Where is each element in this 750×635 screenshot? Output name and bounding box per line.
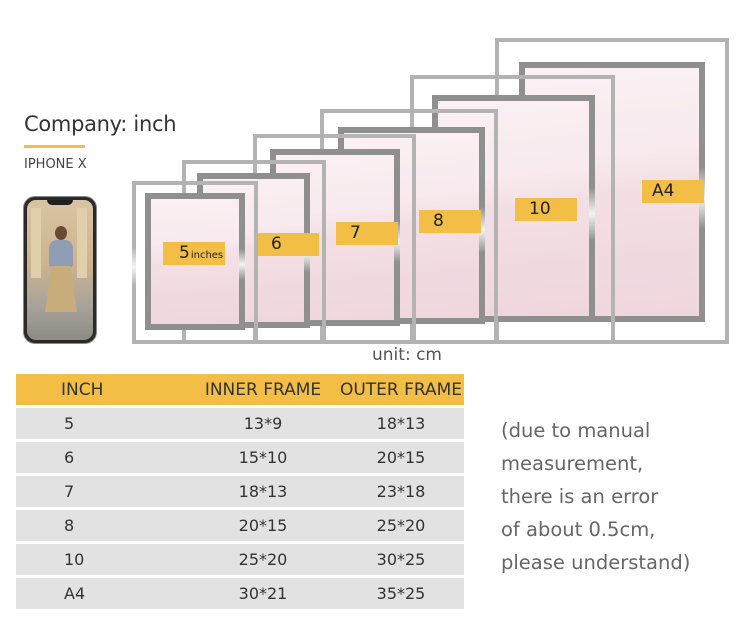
cell-inner-frame: 30*21	[188, 578, 338, 609]
person-top-shape	[49, 240, 73, 268]
size-tag-7: 7	[336, 222, 398, 245]
note-line: (due to manual	[501, 419, 651, 442]
cell-outer-frame: 30*25	[338, 544, 464, 575]
cell-outer-frame: 23*18	[338, 476, 464, 507]
column-header-inch: INCH	[16, 374, 188, 405]
cell-inch: 6	[16, 442, 188, 473]
person-head-shape	[55, 226, 67, 240]
page-title: Company: inch	[24, 112, 177, 136]
phone-screen	[27, 200, 93, 340]
title-underline	[24, 145, 85, 148]
phone-model-label: IPHONE X	[24, 157, 87, 172]
size-tag-8: 8	[419, 210, 481, 233]
cell-outer-frame: 35*25	[338, 578, 464, 609]
cell-inch: 7	[16, 476, 188, 507]
cell-inch: 8	[16, 510, 188, 541]
cell-outer-frame: 18*13	[338, 408, 464, 439]
frame-size-comparison: 5inches 6 7 8 10 A4	[132, 38, 729, 344]
cell-inner-frame: 13*9	[188, 408, 338, 439]
cell-inner-frame: 15*10	[188, 442, 338, 473]
size-tag-10: 10	[515, 198, 577, 221]
table-row: 6 15*10 20*15	[16, 442, 464, 473]
cell-outer-frame: 25*20	[338, 510, 464, 541]
size-tag-5: 5inches	[163, 242, 225, 265]
measurement-error-note: (due to manual measurement, there is an …	[501, 414, 741, 579]
table-row: 8 20*15 25*20	[16, 510, 464, 541]
column-header-outer-frame: OUTER FRAME	[338, 374, 464, 405]
size-tag-a4: A4	[642, 180, 704, 203]
cell-inner-frame: 25*20	[188, 544, 338, 575]
cell-inch: 10	[16, 544, 188, 575]
column-header-inner-frame: INNER FRAME	[188, 374, 338, 405]
table-header-row: INCH INNER FRAME OUTER FRAME	[16, 374, 464, 405]
size-tag-5-unit: inches	[190, 250, 224, 261]
size-tag-5-number: 5	[179, 243, 190, 263]
table-row: 7 18*13 23*18	[16, 476, 464, 507]
pillar-shape	[31, 208, 41, 278]
table-row: 5 13*9 18*13	[16, 408, 464, 439]
size-table: INCH INNER FRAME OUTER FRAME 5 13*9 18*1…	[16, 371, 464, 612]
table-row: A4 30*21 35*25	[16, 578, 464, 609]
phone-notch	[47, 200, 73, 205]
note-line: there is an error	[501, 485, 659, 508]
cell-inner-frame: 20*15	[188, 510, 338, 541]
note-line: of about 0.5cm,	[501, 518, 656, 541]
pillar-shape	[77, 208, 87, 278]
note-line: measurement,	[501, 452, 644, 475]
iphone-x-reference-image	[24, 197, 96, 343]
note-line: please understand)	[501, 551, 691, 574]
frame-5-outer	[132, 181, 258, 344]
cell-inner-frame: 18*13	[188, 476, 338, 507]
table-row: 10 25*20 30*25	[16, 544, 464, 575]
size-tag-6: 6	[257, 233, 319, 256]
cell-inch: A4	[16, 578, 188, 609]
cell-outer-frame: 20*15	[338, 442, 464, 473]
cell-inch: 5	[16, 408, 188, 439]
unit-note: unit: cm	[372, 345, 442, 365]
